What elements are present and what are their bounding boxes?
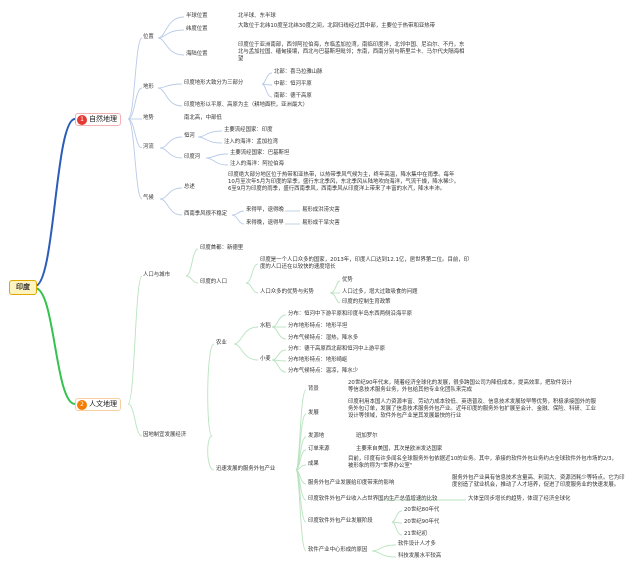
node-landform-value[interactable]: 南北高，中部低 — [184, 115, 222, 121]
node-impact-value[interactable]: 服务外包产业具有信息技术含量高、利润大、资源消耗少等特点。它为印度创造了就业机会… — [452, 475, 625, 488]
root-node[interactable]: 印度 — [9, 280, 37, 295]
node-pop-adv[interactable]: 优势 — [342, 277, 353, 283]
node-stage[interactable]: 印度软件外包产业发展阶段 — [308, 518, 373, 524]
node-terrain-north[interactable]: 北部：喜马拉雅山脉 — [274, 69, 323, 75]
node-climate-summary-value[interactable]: 印度绝大部分地区位于热带和亚热带，以热带季风气候为主，终年高温，降水集中在雨季。… — [228, 172, 460, 192]
node-result[interactable]: 成果 — [308, 461, 319, 467]
node-indus-country[interactable]: 主要流经国家：巴基斯坦 — [230, 150, 290, 156]
node-reason-2[interactable]: 科技发展水平较高 — [398, 553, 442, 559]
node-rice[interactable]: 水稻 — [260, 323, 271, 329]
node-pop-disadv[interactable]: 人口过多，增大过致吸食的问题 — [342, 289, 418, 295]
node-monsoon[interactable]: 西南季风很不稳定 — [184, 211, 228, 217]
node-bg[interactable]: 背景 — [308, 386, 319, 392]
node-hemisphere[interactable]: 半球位置 — [186, 13, 208, 19]
node-rice-3[interactable]: 分布气候特点：湿热，降水多 — [288, 335, 359, 341]
node-latitude[interactable]: 纬度位置 — [186, 26, 208, 32]
node-reason[interactable]: 软件产业中心形成的原因 — [308, 547, 368, 553]
node-wheat-2[interactable]: 分布地形特点：地形崎岖 — [288, 357, 348, 363]
node-service[interactable]: 迅速发展的服务外包产业 — [216, 466, 276, 472]
node-impact[interactable]: 服务外包产业发展给印度带来的影响 — [308, 480, 395, 486]
node-reason-1[interactable]: 软件设计人才多 — [398, 541, 436, 547]
node-hemisphere-value[interactable]: 北半球、东半球 — [238, 13, 276, 19]
node-latitude-value[interactable]: 大致位于北纬10度至北纬30度之间，北回归线经过其中部，主要位于热带和亚热带 — [238, 23, 436, 29]
node-economy[interactable]: 因地制宜发展经济 — [143, 432, 187, 438]
node-population[interactable]: 人口与城市 — [143, 272, 170, 278]
node-wheat[interactable]: 小麦 — [260, 356, 271, 362]
sub-branches-nature — [127, 16, 300, 225]
node-sealand-value[interactable]: 印度位于亚洲南部，西邻阿拉伯海，东临孟加拉湾，南临印度洋，北邻中国、尼泊尔、不丹… — [238, 42, 465, 62]
node-capital[interactable]: 印度首都：新德里 — [200, 245, 244, 251]
node-agri[interactable]: 农业 — [216, 340, 227, 346]
node-landform[interactable]: 地势 — [143, 115, 154, 121]
node-base[interactable]: 发源地 — [308, 433, 325, 439]
node-stage-1[interactable]: 20世纪80年代 — [404, 507, 440, 513]
node-base-value[interactable]: 班加罗尔 — [356, 433, 378, 439]
node-rivers[interactable]: 河流 — [143, 144, 154, 150]
node-wheat-3[interactable]: 分布气候特点：温凉，降水少 — [288, 368, 359, 374]
node-dev[interactable]: 发展 — [308, 410, 319, 416]
node-rice-2[interactable]: 分布地形特点：地形平坦 — [288, 323, 348, 329]
node-pop[interactable]: 印度的人口 — [200, 279, 227, 285]
node-climate[interactable]: 气候 — [143, 195, 154, 201]
node-market[interactable]: 订单来源 — [308, 446, 330, 452]
node-terrain-middle[interactable]: 中部：恒河平原 — [274, 81, 312, 87]
badge-2: 2 — [77, 399, 87, 410]
node-pop-control[interactable]: 印度的控制生育政策 — [342, 299, 391, 305]
badge-1: 1 — [77, 114, 87, 125]
node-ganges[interactable]: 恒河 — [184, 133, 195, 139]
node-ganges-country[interactable]: 主要流经国家：印度 — [224, 127, 273, 133]
node-monsoon-early[interactable]: 来得早，退得晚 — [246, 207, 284, 213]
node-share[interactable]: 印度软件外包产业收入占世界国内生产总值增速的比较 — [308, 496, 438, 502]
node-indus[interactable]: 印度河 — [184, 154, 201, 160]
main-node-human-label: 人文地理 — [89, 400, 117, 408]
node-terrain-plains[interactable]: 印度地形以平原、高原为主（耕地面积，亚洲最大） — [184, 102, 308, 108]
node-location[interactable]: 位置 — [143, 34, 154, 40]
branch-line-human — [34, 287, 76, 405]
node-rice-1[interactable]: 分布：恒河中下游平原和印度半岛东西两侧沿海平原 — [288, 311, 412, 317]
main-node-nature-label: 自然地理 — [89, 115, 117, 123]
node-stage-2[interactable]: 20世纪90年代 — [404, 519, 440, 525]
branch-line-nature — [34, 118, 76, 287]
node-terrain[interactable]: 地形 — [143, 84, 154, 90]
node-terrain-three[interactable]: 印度地形大致分为三部分 — [184, 80, 244, 86]
node-monsoon-late[interactable]: 来得晚，退得早 — [246, 220, 284, 226]
node-bg-value[interactable]: 20世纪90年代末，随着经济全球化的发展，很多跨国公司为降低成本，提高效率，把软… — [348, 380, 572, 393]
node-wheat-1[interactable]: 分布：德干高原西北部和恒河中上游平原 — [288, 346, 386, 352]
node-sealand[interactable]: 海陆位置 — [186, 51, 208, 57]
node-stage-3[interactable]: 21世纪初 — [404, 531, 428, 537]
node-pop-effects[interactable]: 人口众多的优势与劣势 — [260, 289, 314, 295]
node-share-value[interactable]: 大体呈同步增长的趋势，体现了经济全球化 — [468, 496, 571, 502]
node-climate-summary[interactable]: 总述 — [184, 184, 195, 190]
node-terrain-south[interactable]: 南部：德干高原 — [274, 93, 312, 99]
node-market-value[interactable]: 主要来自美国，其次是欧洲发达国家 — [356, 446, 443, 452]
node-indus-sea[interactable]: 注入的海洋：阿拉伯海 — [230, 161, 284, 167]
node-result-value[interactable]: 目前，印度有许多闻名全球服务外包依据近10的业务。其中，承接的软件外包业务约占全… — [348, 456, 617, 469]
node-monsoon-early-result[interactable]: 易形成洪涝灾害 — [302, 207, 340, 213]
node-pop-value[interactable]: 印度是一个人口众多的国家，2013年，印度人口达到12.1亿，居世界第二位。目前… — [260, 257, 470, 270]
node-ganges-sea[interactable]: 注入的海洋：孟加拉湾 — [224, 139, 278, 145]
sub-branches-human — [127, 248, 466, 558]
node-monsoon-late-result[interactable]: 易形成干旱灾害 — [302, 220, 340, 226]
node-dev-value[interactable]: 印度利用本国人力资源丰富、劳动力成本较低、英语普及、信息技术发展较早等优势，积极… — [348, 399, 596, 419]
